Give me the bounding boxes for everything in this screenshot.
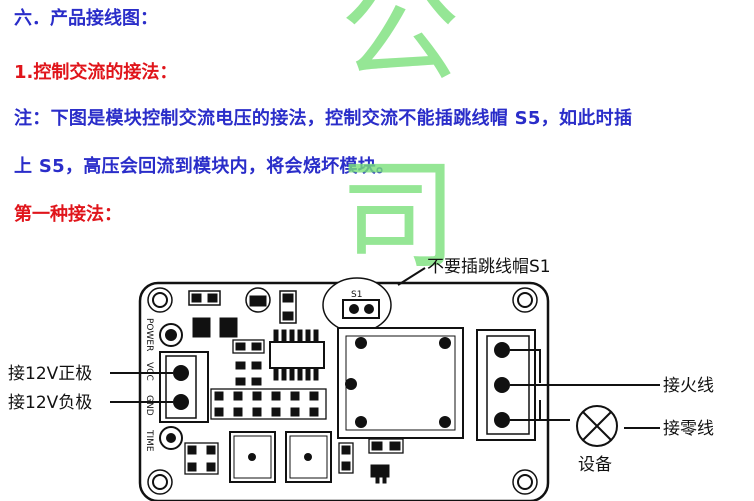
push-button-2 <box>285 431 332 483</box>
jumper-s1-label: S1 <box>351 290 362 300</box>
silk-vcc: VCC <box>144 362 154 381</box>
watermark-char-2: 司 <box>338 147 458 286</box>
power-led <box>159 323 183 347</box>
silk-power: POWER <box>144 318 154 351</box>
relay <box>337 327 464 439</box>
label-device: 设备 <box>578 455 612 475</box>
wiring-lines <box>110 267 660 429</box>
ic-chip <box>269 329 325 381</box>
silk-time: TIME <box>144 429 154 452</box>
mounting-holes <box>147 287 538 495</box>
label-live-wire: 接火线 <box>663 376 714 396</box>
watermark-char-1: 公 <box>340 0 460 98</box>
time-potentiometer <box>159 426 183 450</box>
resistor-row <box>210 388 327 420</box>
smd-components <box>188 287 297 386</box>
push-button-1 <box>229 431 276 483</box>
device-lamp-icon <box>576 405 618 447</box>
note-line-2: 上 S5，高压会回流到模块内，将会烧坏模块。 <box>14 156 395 177</box>
callout-no-jumper: 不要插跳线帽S1 <box>427 257 551 277</box>
method-heading: 第一种接法： <box>14 204 122 225</box>
silk-gnd: GND <box>144 395 154 416</box>
note-line-1: 注：下图是模块控制交流电压的接法，控制交流不能插跳线帽 S5，如此时插 <box>14 108 633 129</box>
section-heading: 六．产品接线图： <box>14 8 158 29</box>
label-12v-negative: 接12V负极 <box>8 393 92 413</box>
power-terminal <box>159 351 209 423</box>
label-neutral-wire: 接零线 <box>663 419 714 439</box>
label-12v-positive: 接12V正极 <box>8 364 92 384</box>
transistor <box>338 438 404 484</box>
load-terminal <box>476 329 541 441</box>
subsection-heading: 1.控制交流的接法： <box>14 62 178 83</box>
jumper-s1 <box>322 277 392 333</box>
bottom-components <box>184 442 219 475</box>
